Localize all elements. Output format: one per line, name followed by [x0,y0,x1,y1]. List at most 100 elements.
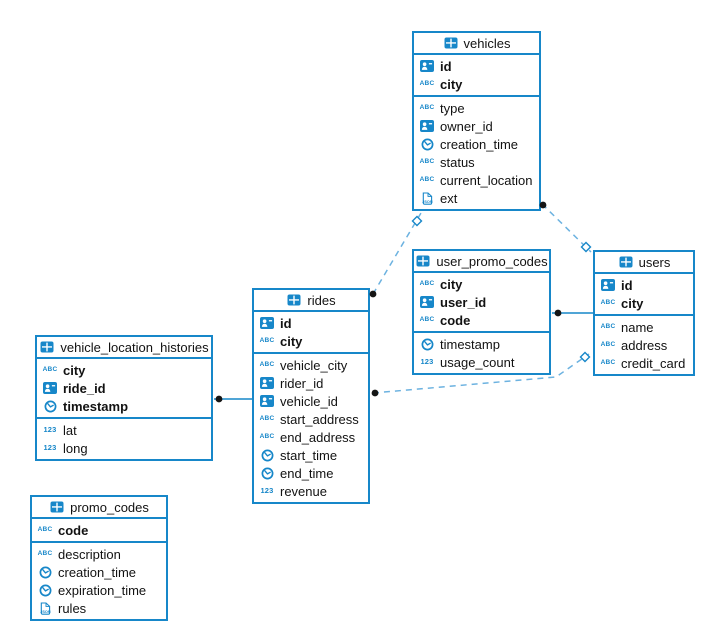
id-badge-icon [259,317,275,329]
column-id: id [254,314,368,332]
text-type-icon: ABC [419,175,435,183]
column-name: revenue [280,483,327,499]
table-icon [618,256,634,268]
table-header: users [595,252,693,274]
text-type-icon: ABC [419,279,435,287]
text-type-icon: ABC [600,358,616,366]
column-user_id: user_id [414,293,549,311]
column-name: expiration_time [58,582,147,598]
column-name: rider_id [280,375,324,391]
text-type-icon: ABC [259,432,275,440]
id-badge-icon [42,382,58,394]
number-type-icon: 123 [260,486,274,496]
table-header: vehicle_location_histories [37,337,211,359]
table-icon [49,501,65,513]
table-title: rides [307,292,336,308]
column-name: current_location [440,172,533,188]
key-columns-section: ABC city ride_id timestamp [37,359,211,419]
id-badge-icon [419,60,435,72]
column-name: id [280,315,292,331]
column-name: city [280,333,303,349]
text-type-icon: ABC [419,157,435,165]
column-ext: JSON ext [414,189,539,207]
timestamp-type-icon [37,584,53,597]
column-name: lat [63,422,77,438]
column-name: creation_time [440,136,519,152]
text-type-icon: ABC [419,315,435,323]
table-title: vehicles [463,35,511,51]
column-name: ABC name [595,318,693,336]
column-name: rules [58,600,87,616]
text-type-icon: ABC [37,549,53,557]
column-name: ext [440,190,458,206]
column-name: city [63,362,86,378]
text-type-icon: ABC [42,365,58,373]
table-title: user_promo_codes [436,253,548,269]
column-name: creation_time [58,564,137,580]
table-icon [286,294,302,306]
column-rules: JSON rules [32,599,166,617]
text-type-icon: ABC [600,340,616,348]
table-header: promo_codes [32,497,166,519]
timestamp-type-icon [259,449,275,462]
id-badge-icon [419,296,435,308]
column-name: ride_id [63,380,106,396]
column-name: type [440,100,465,116]
column-name: timestamp [63,398,129,414]
svg-text:JSON: JSON [422,199,433,203]
column-name: id [440,58,452,74]
column-name: description [58,546,121,562]
column-name: id [621,277,633,293]
text-type-icon: ABC [600,298,616,306]
text-type-icon: ABC [600,322,616,330]
column-name: name [621,319,654,335]
column-name: long [63,440,88,456]
table-header: vehicles [414,33,539,55]
column-name: address [621,337,668,353]
id-badge-icon [419,120,435,132]
column-name: code [58,522,89,538]
table-icon [39,341,55,353]
column-id: id [595,276,693,294]
column-name: vehicle_id [280,393,338,409]
column-revenue: 123 revenue [254,482,368,500]
text-type-icon: ABC [259,360,275,368]
table-icon [415,255,431,267]
table-icon [443,37,459,49]
column-name: user_id [440,294,487,310]
column-creation_time: creation_time [414,135,539,153]
timestamp-type-icon [419,138,435,151]
column-rider_id: rider_id [254,374,368,392]
json-type-icon: JSON [37,601,53,615]
timestamp-type-icon [259,467,275,480]
json-type-icon: JSON [419,191,435,205]
text-type-icon: ABC [259,414,275,422]
column-name: timestamp [440,336,500,352]
column-name: end_time [280,465,334,481]
column-description: ABC description [32,545,166,563]
id-badge-icon [259,377,275,389]
